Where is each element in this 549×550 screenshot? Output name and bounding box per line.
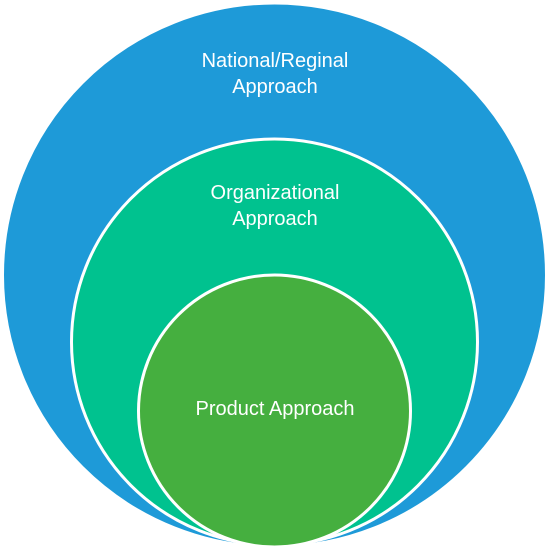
inner-circle — [137, 273, 412, 549]
organizational-approach-label: Organizational Approach — [210, 182, 340, 230]
national-regional-approach-label: National/Reginal Approach — [201, 50, 349, 98]
product-approach-label: Product Approach — [195, 398, 355, 420]
